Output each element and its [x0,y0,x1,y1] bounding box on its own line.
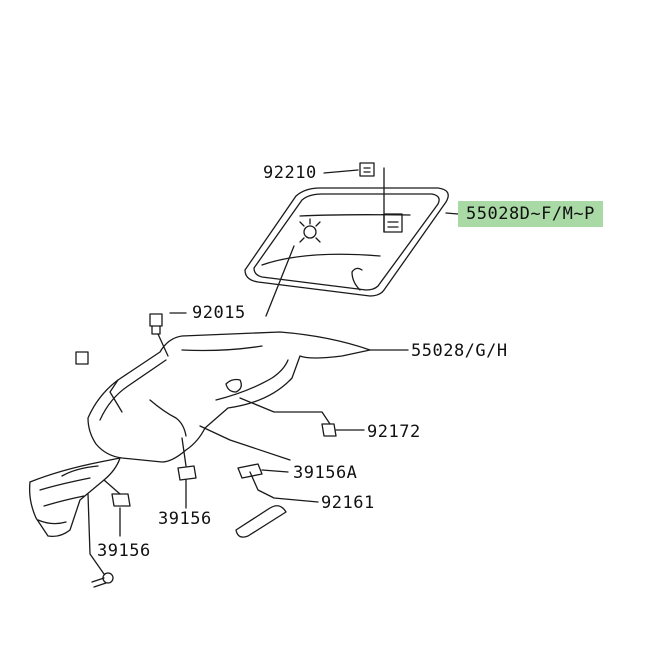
grommet-92015 [149,313,163,335]
panel-clip-left [299,218,321,243]
pad-39156-mid [177,465,197,481]
part-label-39156-low: 39156 [97,541,151,561]
clip-92210 [359,162,375,177]
part-label-92210: 92210 [263,163,317,183]
small-clip-left [75,351,89,365]
part-label-39156-mid: 39156 [158,509,212,529]
nut-92172 [321,423,337,437]
bolt [91,572,114,588]
leader-lines [87,167,459,575]
part-label-39156a: 39156A [293,463,358,483]
part-label-92015: 92015 [192,303,246,323]
part-label-92172: 92172 [367,422,421,442]
lower-side-cover [87,331,371,463]
trim-strip-92161 [235,505,287,538]
panel-clip-right [383,213,403,233]
lower-body-frame [28,457,121,538]
part-label-55028d-f-m-p: 55028D~F/M~P [458,201,603,227]
pad-39156-low [111,493,131,507]
part-label-92161: 92161 [321,493,375,513]
upper-side-panel [244,187,449,297]
pad-39156a [237,463,263,479]
part-label-55028-g-h: 55028/G/H [411,341,508,361]
